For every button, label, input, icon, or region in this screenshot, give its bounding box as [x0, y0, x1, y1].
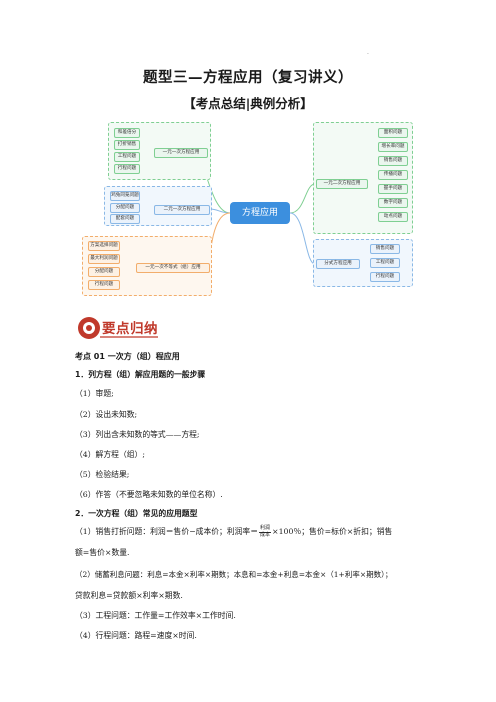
- branch-label: 一元二次方程应用: [316, 179, 368, 189]
- step-5: （5）检验结果;: [75, 470, 130, 479]
- node-item: 打折销售: [114, 140, 140, 150]
- node-item: 工程问题: [370, 258, 400, 268]
- node-item: 销售问题: [378, 156, 408, 166]
- type-sales-text: （1）销售打折问题：利润＝售价−成本价；利润率＝: [75, 527, 259, 536]
- type-sales-text-2: ×100％；售价=标价×折扣；销售: [272, 527, 393, 536]
- profit-rate-fraction: 利润成本: [259, 525, 272, 538]
- kp-title: 考点 01 一次方（组）程应用: [75, 352, 180, 361]
- type-interest-cont: 贷款利息=贷款额×利率×期数.: [75, 591, 183, 600]
- node-item: 销售问题: [370, 244, 400, 254]
- branch-label: 分式方程应用: [316, 259, 360, 269]
- step-3: （3）列出含未知数的等式——方程;: [75, 430, 200, 439]
- step-1: （1）审题;: [75, 389, 114, 398]
- page-dot: .: [367, 49, 369, 56]
- heading-steps: 1．列方程（组）解应用题的一般步骤: [75, 370, 206, 379]
- node-item: 配套问题: [110, 214, 140, 224]
- node-item: 分配问题: [88, 267, 120, 277]
- step-6: （6）作答（不要忽略未知数的单位名称）.: [75, 490, 223, 499]
- key-points-heading: 要点归纳: [102, 321, 158, 337]
- node-item: 行程问题: [114, 164, 140, 174]
- node-item: 和差倍分: [114, 128, 140, 138]
- node-item: 增长率问题: [378, 142, 408, 152]
- node-item: 分配问题: [110, 203, 140, 213]
- node-item: 工程问题: [114, 152, 140, 162]
- mind-map: 和差倍分 打折销售 工程问题 行程问题 一元一次方程应用 鸡兔同笼问题 分配问题…: [80, 116, 417, 299]
- node-item: 面积问题: [378, 128, 408, 138]
- branch-label: 一元一次方程应用: [154, 148, 208, 158]
- type-engineering: （3）工程问题：工作量=工作效率×工作时间.: [75, 611, 236, 620]
- branch-label: 二元一次方程应用: [154, 205, 210, 215]
- node-item: 传播问题: [378, 170, 408, 180]
- page-subtitle: 【考点总结|典例分析】: [183, 96, 313, 111]
- node-item: 最大利润问题: [88, 254, 120, 264]
- branch-label: 一元一次不等式（组）应用: [136, 263, 210, 273]
- node-item: 鸡兔同笼问题: [110, 191, 140, 201]
- node-item: 方案选择问题: [88, 241, 120, 251]
- page-title: 题型三—方程应用（复习讲义）: [143, 70, 353, 86]
- type-travel: （4）行程问题：路程=速度×时间.: [75, 631, 197, 640]
- node-item: 动点问题: [378, 212, 408, 222]
- type-sales-line: （1）销售打折问题：利润＝售价−成本价；利润率＝利润成本×100％；售价=标价×…: [75, 525, 393, 538]
- node-item: 数字问题: [378, 198, 408, 208]
- heading-types: 2．一次方程（组）常见的应用题型: [75, 509, 198, 518]
- type-sales-cont: 额=售价×数量.: [75, 548, 130, 557]
- node-item: 行程问题: [370, 272, 400, 282]
- mind-map-center: 方程应用: [230, 202, 290, 224]
- node-item: 握手问题: [378, 184, 408, 194]
- key-points-badge-icon: [78, 317, 158, 339]
- type-interest: （2）储蓄利息问题：利息=本金×利率×期数；本息和=本金+利息=本金×（1+利率…: [75, 570, 393, 579]
- fraction-numerator: 利润: [259, 525, 272, 533]
- step-2: （2）设出未知数;: [75, 410, 138, 419]
- fraction-denominator: 成本: [260, 531, 271, 538]
- step-4: （4）解方程（组）;: [75, 450, 145, 459]
- node-item: 行程问题: [88, 280, 120, 290]
